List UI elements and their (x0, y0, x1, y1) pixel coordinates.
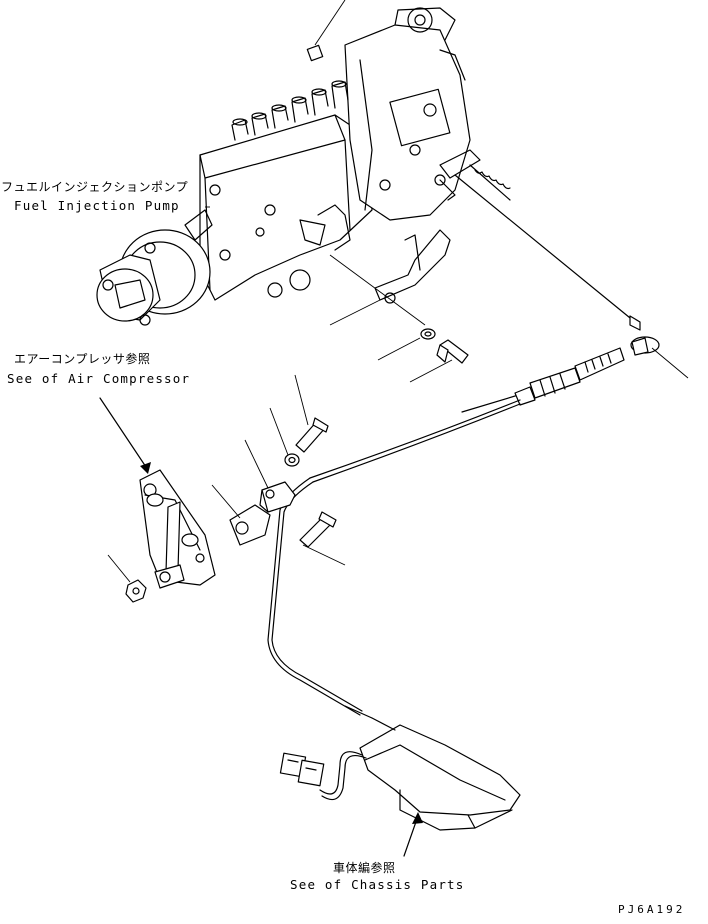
fuel-pump-label-jp: フュエルインジェクションポンプ (1, 180, 189, 194)
cable-clamp-group (211, 374, 346, 566)
accelerator-pedal (279, 717, 521, 857)
chassis-parts-label-jp: 車体編参照 (333, 861, 396, 875)
accelerator-cable (267, 347, 625, 719)
pump-bracket-group (329, 229, 469, 383)
air-compressor-label-en: See of Air Compressor (7, 371, 191, 386)
fuel-pump-label-en: Fuel Injection Pump (14, 198, 180, 213)
air-compressor-label-jp: エアーコンプレッサ参照 (14, 352, 151, 366)
air-compressor-bracket (99, 397, 216, 603)
linkage-rod (454, 174, 689, 379)
drawing-code: PJ6A192 (618, 903, 686, 916)
fuel-injection-pump (96, 0, 511, 326)
chassis-parts-label-en: See of Chassis Parts (290, 877, 465, 892)
